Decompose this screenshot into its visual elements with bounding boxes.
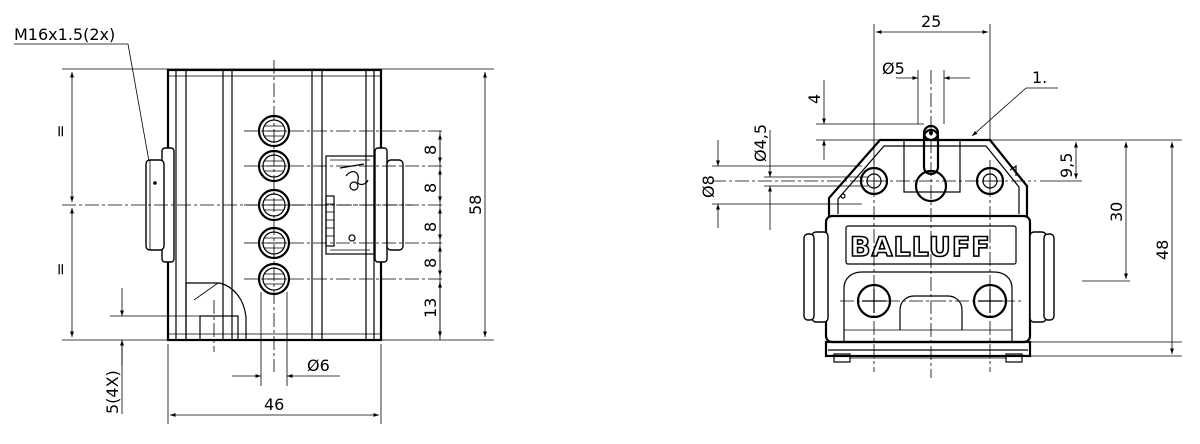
thread-label: M16x1.5(2x): [14, 25, 115, 44]
callout-1-label: 1.: [1032, 68, 1047, 87]
dim-width-46: 46: [264, 395, 284, 414]
roller-offset-label: 4: [805, 94, 824, 104]
bottom-offset-label: 13: [421, 298, 440, 318]
pitch-label-1: 8: [421, 145, 440, 155]
pitch-label-2: 8: [421, 183, 440, 193]
dim-30-label: 30: [1107, 202, 1126, 222]
equal-sign-bottom: =: [51, 263, 70, 276]
left-side-view: M16x1.5(2x): [14, 25, 494, 424]
pitch-label-3: 8: [421, 222, 440, 232]
pitch-label-4: 8: [421, 258, 440, 268]
right-front-view: BALLUFF: [699, 12, 1182, 378]
hole-diameter-large-label: Ø8: [699, 175, 718, 198]
dim-height-58: 58: [466, 195, 485, 215]
dim-25-label: 25: [921, 12, 941, 31]
dim-48-label: 48: [1153, 240, 1172, 260]
hole-diameter-small-label: Ø4,5: [751, 124, 770, 162]
brand-logo: BALLUFF: [850, 232, 991, 263]
hole-diameter-label: Ø6: [307, 356, 330, 375]
dim-9-5-label: 9,5: [1057, 153, 1076, 178]
equal-sign-top: =: [51, 125, 70, 138]
mount-depth-label: 5(4X): [103, 370, 122, 414]
roller-diameter-label: Ø5: [882, 59, 905, 78]
